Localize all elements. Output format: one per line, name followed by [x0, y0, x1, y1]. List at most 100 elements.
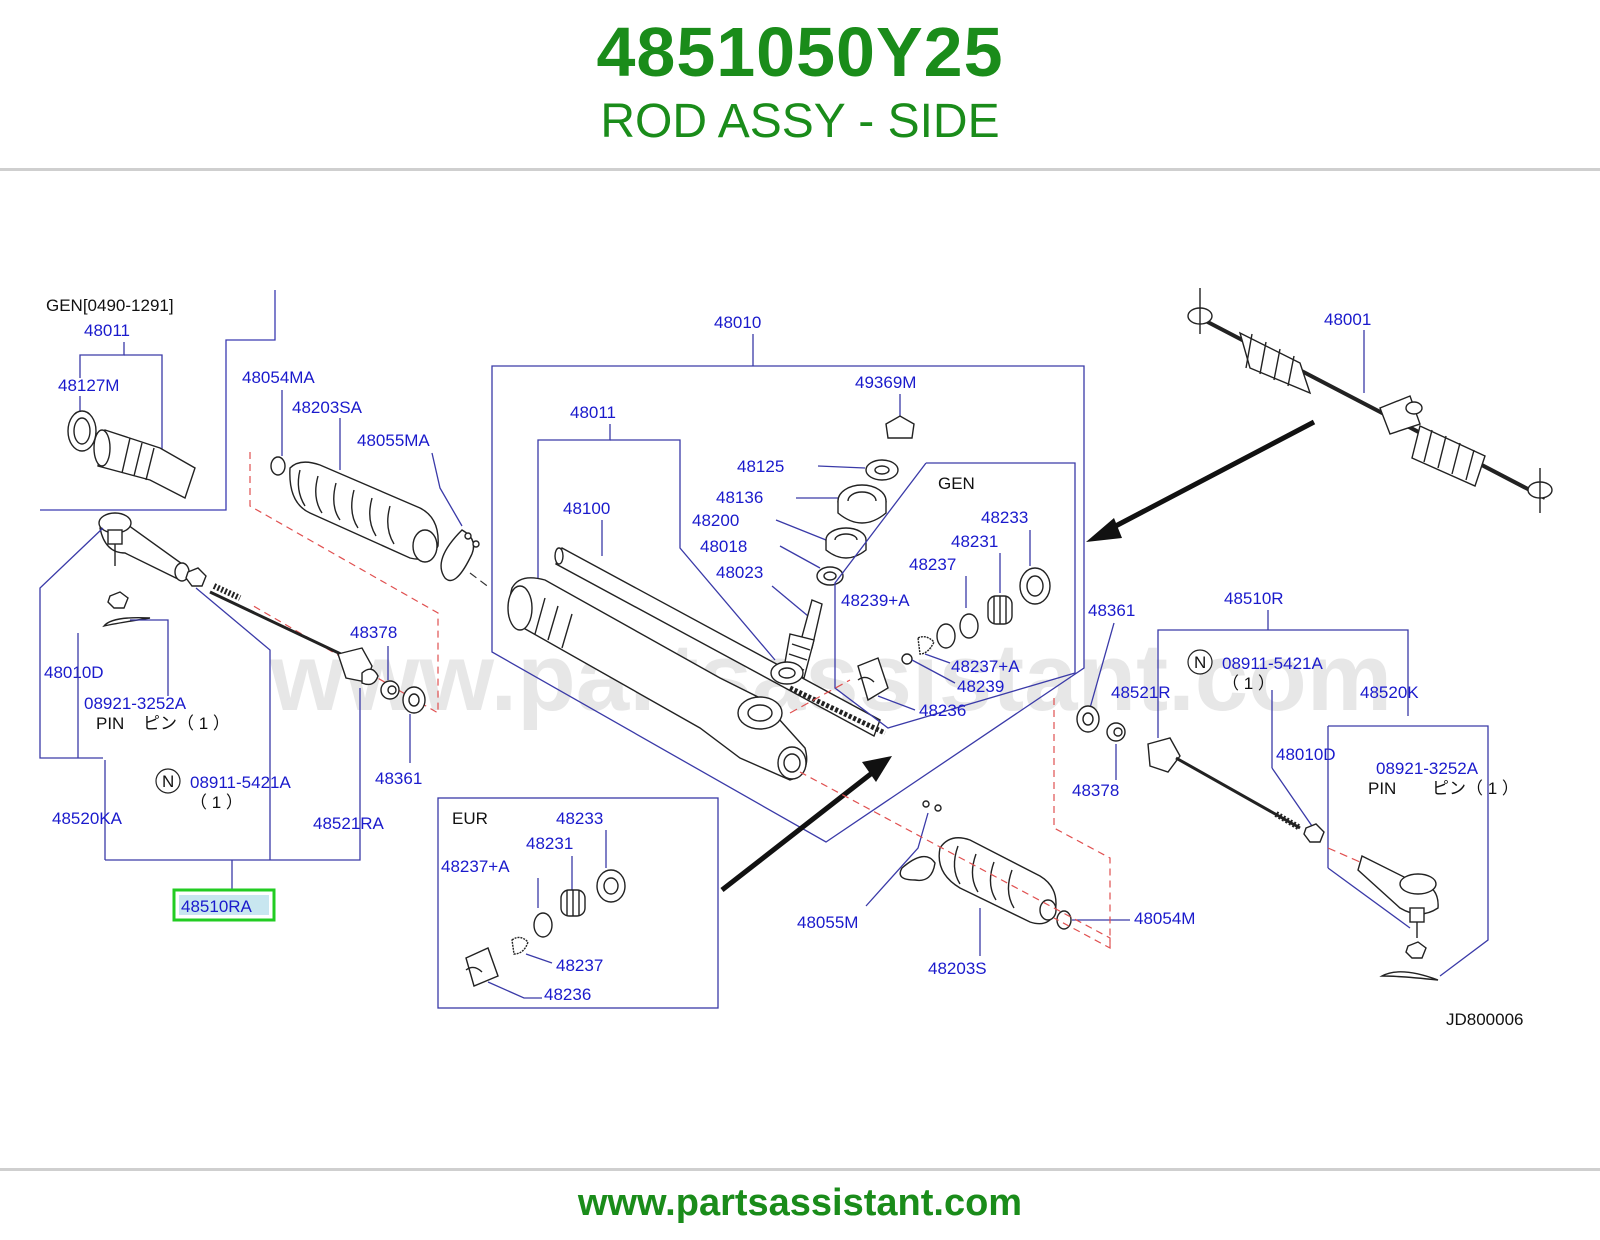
callout-48054MA[interactable]: 48054MA [242, 368, 315, 387]
callout-48239[interactable]: 48239 [957, 677, 1004, 696]
nut-left-part [185, 567, 207, 587]
gear-housing-part [507, 577, 808, 781]
callout-48233-gen[interactable]: 48233 [981, 508, 1028, 527]
callout-48203SA[interactable]: 48203SA [292, 398, 363, 417]
nut-small-left-part [107, 591, 129, 609]
callout-48237-gen[interactable]: 48237 [909, 555, 956, 574]
callout-48231-eur[interactable]: 48231 [526, 834, 573, 853]
clamp-right-part [899, 800, 942, 882]
callout-08921-right[interactable]: 08921-3252A [1376, 759, 1479, 778]
callout-48010D-right[interactable]: 48010D [1276, 745, 1336, 764]
callout-48510R[interactable]: 48510R [1224, 589, 1284, 608]
callout-48125[interactable]: 48125 [737, 457, 784, 476]
callout-48011-mid[interactable]: 48011 [570, 403, 616, 422]
callout-48510RA[interactable]: 48510RA [181, 897, 253, 916]
lock-washer-left-part [380, 680, 400, 700]
callout-48237-eur[interactable]: 48237 [556, 956, 603, 975]
washer-left-part [402, 686, 426, 714]
callout-48010D-left[interactable]: 48010D [44, 663, 104, 682]
callout-48055M[interactable]: 48055M [797, 913, 858, 932]
inner-rod-left-part [209, 583, 379, 686]
tie-rod-end-right-part [1357, 854, 1439, 938]
callout-48236-eur[interactable]: 48236 [544, 985, 591, 1004]
bearing-48200-part [825, 527, 867, 559]
svg-text:N: N [1194, 653, 1206, 672]
locknut-48233-gen-part [1019, 567, 1051, 605]
clamp-left-part [440, 529, 480, 582]
callout-08921-left[interactable]: 08921-3252A [84, 694, 187, 713]
callout-48136[interactable]: 48136 [716, 488, 763, 507]
callout-48236-gen[interactable]: 48236 [919, 701, 966, 720]
part-number-title: 4851050Y25 [596, 13, 1004, 91]
seal-ring-part [67, 410, 97, 452]
callout-48001[interactable]: 48001 [1324, 310, 1371, 329]
diagram-code: JD800006 [1446, 1010, 1524, 1029]
callout-08911-left[interactable]: 08911-5421A [190, 773, 291, 792]
nut-right-part [1303, 823, 1325, 843]
callout-48200[interactable]: 48200 [692, 511, 739, 530]
o-ring-part [270, 456, 286, 476]
callout-49369M[interactable]: 49369M [855, 373, 916, 392]
callout-48010[interactable]: 48010 [714, 313, 761, 332]
spring-gen-part [917, 635, 935, 655]
gen-group-label: GEN [938, 474, 975, 493]
svg-text:N: N [162, 772, 174, 791]
arrow-to-gear-lower [720, 756, 892, 892]
callout-48011-top[interactable]: 48011 [84, 321, 130, 340]
eur-group-label: EUR [452, 809, 488, 828]
footer-website[interactable]: www.partsassistant.com [577, 1182, 1023, 1224]
callout-48237A-gen[interactable]: 48237+A [951, 657, 1020, 676]
pin-note-right-jp: ピン（ 1 ） [1432, 779, 1519, 798]
parts-diagram: www.partsassistant.com GEN[0490-1291] 48… [39, 288, 1553, 1029]
callout-48054M[interactable]: 48054M [1134, 909, 1195, 928]
callout-48378-left[interactable]: 48378 [350, 623, 397, 642]
gen-range-inset: GEN[0490-1291] 48011 48127M [40, 290, 276, 511]
pin-note-right: PIN [1368, 779, 1396, 798]
callout-48100[interactable]: 48100 [563, 499, 610, 518]
locknut-48125-part [865, 459, 899, 481]
callout-48055MA[interactable]: 48055MA [357, 431, 430, 450]
retainer-48136-part [837, 484, 887, 524]
pin-note-left: PIN [96, 714, 124, 733]
callout-48520K[interactable]: 48520K [1360, 683, 1419, 702]
n-badge-right: N [1187, 649, 1213, 675]
tie-rod-end-left-part [98, 512, 190, 582]
spring-eur-part [511, 936, 529, 955]
page-header: 4851050Y25 ROD ASSY - SIDE [0, 0, 1600, 168]
locknut-48233-eur-part [596, 869, 626, 903]
pinion-48023-part [783, 599, 823, 680]
callout-48233-eur[interactable]: 48233 [556, 809, 603, 828]
callout-48378-right[interactable]: 48378 [1072, 781, 1119, 800]
gen-range-label: GEN[0490-1291] [46, 296, 174, 315]
callout-48231-gen[interactable]: 48231 [951, 532, 998, 551]
qty-note-right: （ 1 ） [1222, 674, 1275, 693]
callout-48361-left[interactable]: 48361 [375, 769, 422, 788]
inner-rod-center-part [788, 685, 887, 736]
callout-48127M[interactable]: 48127M [58, 376, 119, 395]
arrow-to-gear-upper [1086, 419, 1316, 542]
callout-08911-right[interactable]: 08911-5421A [1222, 654, 1323, 673]
washer-48237-gen-part [959, 613, 979, 639]
callout-48023[interactable]: 48023 [716, 563, 763, 582]
callout-48237A-eur[interactable]: 48237+A [441, 857, 510, 876]
callout-48520KA[interactable]: 48520KA [52, 809, 123, 828]
callout-48521RA[interactable]: 48521RA [313, 814, 385, 833]
adjuster-48231-eur-part [560, 889, 586, 917]
boot-right-part [938, 837, 1057, 925]
washer-48239A-part [936, 623, 956, 649]
seal-48018-part [816, 566, 844, 586]
highlighted-part-48510RA[interactable]: 48510RA [172, 888, 276, 922]
washer-right-part [1076, 705, 1100, 733]
footer-divider [0, 1168, 1600, 1171]
lock-washer-right-part [1106, 722, 1126, 742]
rack-tube-part [93, 429, 196, 499]
callout-48018[interactable]: 48018 [700, 537, 747, 556]
callout-48361-right[interactable]: 48361 [1088, 601, 1135, 620]
callout-48239A[interactable]: 48239+A [841, 591, 910, 610]
rack-assembly-48001-part [1187, 288, 1553, 513]
ball-48239-part [901, 653, 913, 665]
washer-48237-eur-part [533, 912, 553, 938]
yoke-48236-eur-part [465, 947, 499, 987]
callout-48203S[interactable]: 48203S [928, 959, 987, 978]
callout-48521R[interactable]: 48521R [1111, 683, 1171, 702]
